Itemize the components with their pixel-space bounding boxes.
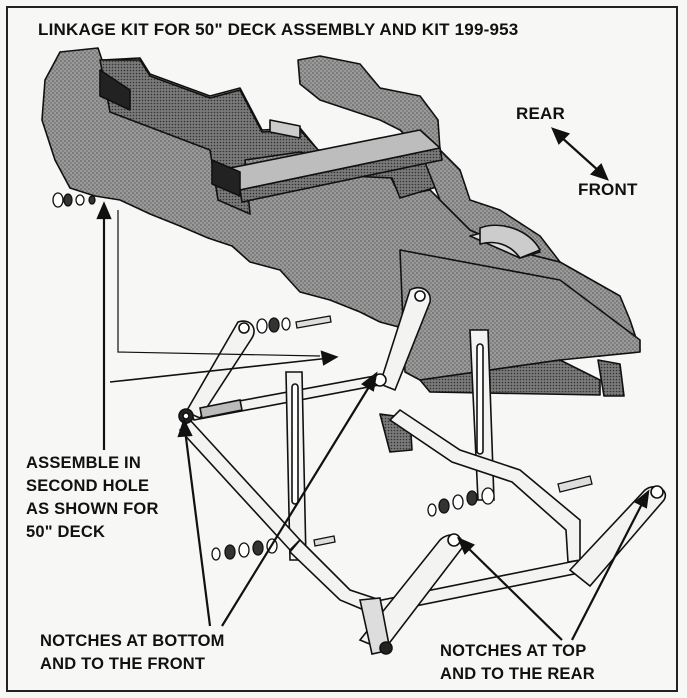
tractor-frame — [41, 47, 641, 453]
hardware-stack-top-left — [52, 192, 96, 208]
callout-line: NOTCHES AT TOP — [440, 642, 587, 660]
hanger-right — [388, 408, 581, 563]
frame-bracket-left — [99, 69, 131, 111]
direction-label-front: FRONT — [578, 180, 638, 199]
callout-line: 50" DECK — [26, 523, 106, 541]
callout-line: SECOND HOLE — [26, 477, 150, 495]
tension-tube — [199, 399, 243, 419]
hardware-stack-frame — [256, 315, 332, 334]
diagram-border — [6, 6, 678, 692]
callout-notches-top: NOTCHES AT TOP AND TO THE REAR — [440, 640, 670, 686]
frame-bracket-right — [269, 119, 301, 139]
hardware-stack-right — [427, 475, 593, 517]
rear-crossbar — [399, 249, 641, 381]
linkage-parts — [178, 286, 667, 655]
lower-arm-right — [568, 485, 667, 588]
callout-line: ASSEMBLE IN — [26, 454, 141, 472]
callout-line: AND TO THE REAR — [440, 665, 595, 683]
frame-bracket-mid — [211, 159, 241, 197]
direction-label-rear: REAR — [516, 104, 565, 123]
callout-assemble: ASSEMBLE IN SECOND HOLE AS SHOWN FOR 50"… — [26, 452, 206, 544]
callout-line: AND TO THE FRONT — [40, 655, 206, 673]
callout-line: NOTCHES AT BOTTOM — [40, 632, 225, 650]
callout-line: AS SHOWN FOR — [26, 500, 159, 518]
callout-notches-bottom: NOTCHES AT BOTTOM AND TO THE FRONT — [40, 630, 300, 676]
leader-lines — [96, 127, 650, 641]
diagram-title: LINKAGE KIT FOR 50" DECK ASSEMBLY AND KI… — [38, 20, 519, 39]
tall-lift-arm — [379, 286, 431, 392]
